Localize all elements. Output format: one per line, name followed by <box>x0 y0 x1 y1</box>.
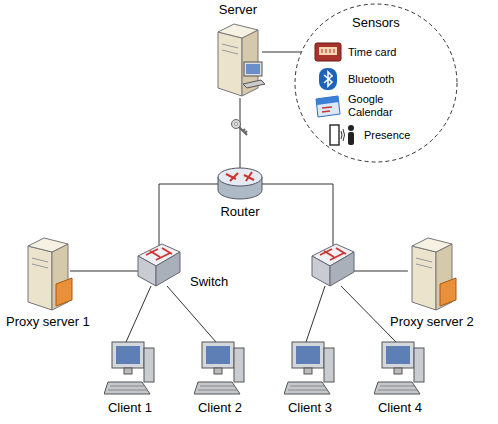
node-label: Bluetooth <box>348 73 394 86</box>
sensor-item: Time card <box>314 41 397 63</box>
node-label: Router <box>220 204 259 220</box>
key-icon <box>232 120 248 136</box>
switch-node <box>310 240 356 290</box>
network-link <box>354 271 408 272</box>
network-link <box>240 98 241 170</box>
node-label: Client 4 <box>378 400 422 416</box>
node-label: Time card <box>348 46 397 59</box>
server-node: Server <box>210 2 266 98</box>
node-label: Proxy server 1 <box>6 314 90 330</box>
node-label: Proxy server 2 <box>390 314 474 330</box>
proxy-icon <box>20 232 76 312</box>
node-label: Client 3 <box>288 400 332 416</box>
proxy-server-node: Proxy server 1 <box>6 232 90 330</box>
proxy-server-node: Proxy server 2 <box>390 232 474 330</box>
network-link <box>341 286 396 342</box>
client-node: Client 3 <box>284 340 336 416</box>
client-node: Client 4 <box>374 340 426 416</box>
node-label: Client 1 <box>108 400 152 416</box>
bluetooth-icon <box>314 67 342 91</box>
node-label: Switch <box>190 274 228 290</box>
proxy-icon <box>404 232 460 312</box>
node-label: Client 2 <box>198 400 242 416</box>
timecard-icon <box>314 41 342 63</box>
sensor-group: SensorsTime cardBluetoothGoogle Calendar… <box>294 3 458 163</box>
server-icon <box>210 18 266 98</box>
switch-node: Switch <box>136 240 228 290</box>
network-link <box>262 52 302 53</box>
network-link <box>306 286 325 342</box>
network-link <box>262 184 333 246</box>
node-label: Presence <box>364 129 410 142</box>
network-link <box>70 271 138 272</box>
sensor-item: Google Calendar <box>314 93 410 119</box>
node-label: Google Calendar <box>348 93 410 119</box>
sensor-item: Bluetooth <box>314 67 394 91</box>
node-label: Sensors <box>352 15 400 31</box>
sw-icon <box>136 240 182 290</box>
sensor-item: Presence <box>328 123 410 147</box>
router-node: Router <box>216 166 264 220</box>
client-icon <box>374 340 426 398</box>
client-icon <box>284 340 336 398</box>
client-icon <box>104 340 156 398</box>
sw-icon <box>310 240 356 290</box>
calendar-icon <box>314 94 342 118</box>
client-node: Client 1 <box>104 340 156 416</box>
client-node: Client 2 <box>194 340 246 416</box>
client-icon <box>194 340 246 398</box>
network-link <box>167 286 216 342</box>
node-label: Server <box>219 2 257 18</box>
router-icon <box>216 166 264 202</box>
presence-icon <box>328 123 358 147</box>
network-link <box>159 184 218 246</box>
network-link <box>126 286 151 342</box>
